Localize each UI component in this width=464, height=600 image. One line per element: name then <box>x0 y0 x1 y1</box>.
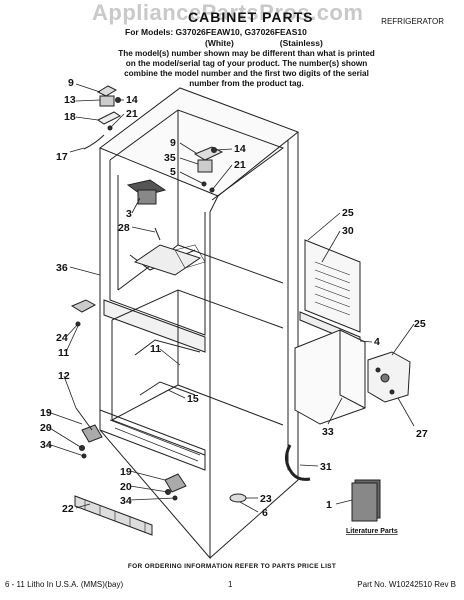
page-title: CABINET PARTS <box>188 9 314 25</box>
callout-15: 15 <box>187 393 199 405</box>
models-line: For Models: G37026FEAW10, G37026FEAS10 <box>125 27 307 37</box>
callout-22: 22 <box>62 503 74 515</box>
cabinet-body <box>98 87 300 560</box>
callout-20b: 20 <box>120 481 132 493</box>
callout-numbers: 9 14 13 18 21 17 9 14 35 5 21 3 28 25 30… <box>40 77 428 519</box>
callout-24: 24 <box>56 332 68 344</box>
callout-18: 18 <box>64 111 76 123</box>
callout-33: 33 <box>322 426 334 438</box>
callout-19b: 19 <box>120 466 132 478</box>
callout-28: 28 <box>118 222 130 234</box>
top-left-hinge <box>83 85 121 150</box>
leveling-foot <box>229 493 247 503</box>
callout-31: 31 <box>320 461 332 473</box>
page-number: 1 <box>228 580 233 589</box>
toe-grille <box>74 495 153 536</box>
mid-left-hinge <box>70 299 97 327</box>
back-panel <box>304 239 361 333</box>
callout-27: 27 <box>416 428 428 440</box>
drain-tube <box>285 444 311 481</box>
callout-36: 36 <box>56 262 68 274</box>
callout-13: 13 <box>64 94 76 106</box>
bottom-center-hinge <box>164 473 187 501</box>
center-hinge <box>193 146 224 193</box>
callout-30: 30 <box>342 225 354 237</box>
callout-34b: 34 <box>120 495 132 507</box>
callout-14b: 14 <box>234 143 246 155</box>
ordering-note: FOR ORDERING INFORMATION REFER TO PARTS … <box>127 563 337 570</box>
category-label: REFRIGERATOR <box>381 17 444 26</box>
compressor-cover <box>294 329 366 425</box>
control-housing <box>126 179 167 241</box>
callout-1: 1 <box>326 499 332 511</box>
electrical-box <box>367 351 411 403</box>
model-info: For Models: G37026FEAW10, G37026FEAS10 (… <box>125 27 323 49</box>
callout-25: 25 <box>342 207 354 219</box>
variant-stainless: (Stainless) <box>279 38 323 48</box>
watermark: AppliancePartsPros.com <box>92 0 364 25</box>
callout-11b: 11 <box>150 343 161 355</box>
literature-label: Literature Parts <box>346 528 398 535</box>
callout-3: 3 <box>126 208 132 220</box>
callout-17: 17 <box>56 151 68 163</box>
callout-12: 12 <box>58 370 70 382</box>
callout-9: 9 <box>68 77 74 89</box>
callout-19: 19 <box>40 407 52 419</box>
callout-11: 11 <box>58 347 69 359</box>
callout-6: 6 <box>262 507 268 519</box>
callout-34: 34 <box>40 439 52 451</box>
callout-25b: 25 <box>414 318 426 330</box>
variant-white: (White) <box>205 38 234 48</box>
bottom-left-hinge <box>75 407 103 459</box>
callout-21b: 21 <box>234 159 246 171</box>
callout-4: 4 <box>374 336 380 348</box>
callout-14: 14 <box>126 94 138 106</box>
litho-info: 6 - 11 Litho In U.S.A. (MMS)(bay) <box>5 580 124 589</box>
literature-booklet <box>351 479 381 522</box>
callout-5: 5 <box>170 166 176 178</box>
callout-35: 35 <box>164 152 176 164</box>
model-note: The model(s) number shown may be differe… <box>118 49 375 88</box>
callout-20: 20 <box>40 422 52 434</box>
callout-21: 21 <box>126 108 138 120</box>
part-number: Part No. W10242510 Rev B <box>357 580 456 589</box>
callout-23: 23 <box>260 493 272 505</box>
callout-9b: 9 <box>170 137 176 149</box>
